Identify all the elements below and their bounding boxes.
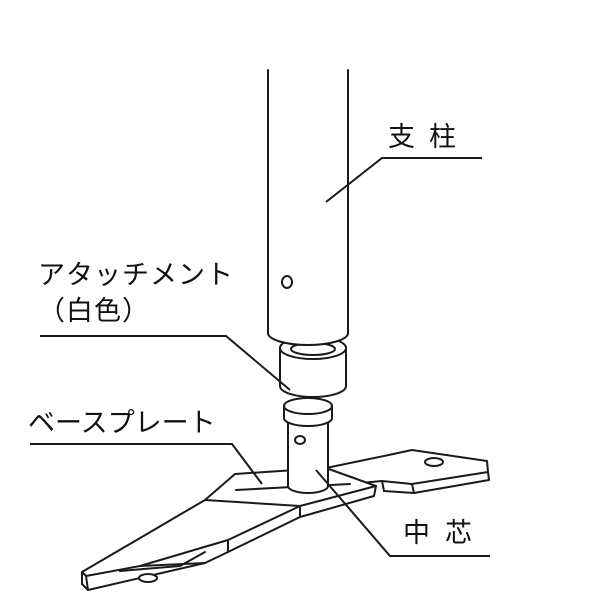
post-pipe <box>267 69 349 346</box>
leader-post <box>325 157 482 203</box>
leader-core <box>315 469 490 557</box>
post-drawing <box>267 69 349 346</box>
label-post: 支柱 <box>388 122 470 153</box>
base-plate-hole-left <box>138 573 158 583</box>
attachment-drawing <box>279 336 347 398</box>
label-attachment: アタッチメント <box>38 260 234 291</box>
base-plate-drawing <box>81 449 490 591</box>
core-hole <box>294 435 306 445</box>
label-attachment-color: （白色） <box>38 296 150 327</box>
attachment-ring <box>279 347 347 398</box>
base-plate-hole-right <box>424 457 444 467</box>
core-body <box>287 415 329 494</box>
label-core: 中芯 <box>403 518 487 549</box>
base-plate-right-edge <box>383 471 490 494</box>
base-plate-main-strip <box>81 467 377 577</box>
label-base-plate: ベースプレート <box>28 408 216 439</box>
leader-base-plate <box>30 443 263 485</box>
post-hole <box>281 275 293 289</box>
leader-attachment <box>40 335 291 391</box>
